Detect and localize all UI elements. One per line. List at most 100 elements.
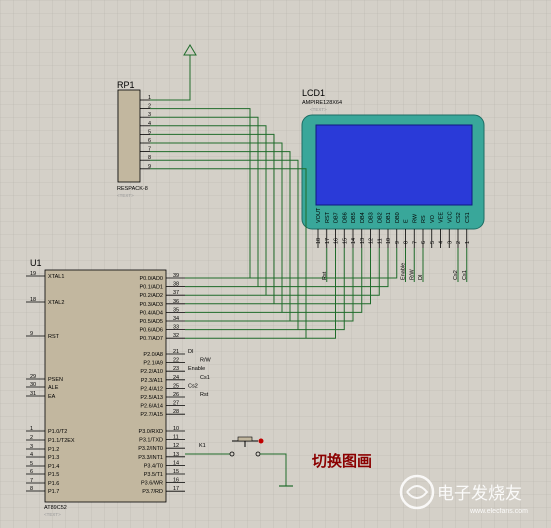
net-label: Cs1 <box>462 270 468 280</box>
u1-pin-number: 37 <box>173 290 179 296</box>
u1-pin-name: P3.1/TXD <box>139 438 163 444</box>
u1-pin-number: 21 <box>173 349 179 355</box>
u1-pin-name: P2.2/A10 <box>140 369 163 375</box>
rp1-pin-number: 9 <box>148 164 151 170</box>
u1-pin-name: P0.2/AD2 <box>139 293 163 299</box>
bus-wire <box>185 248 336 339</box>
lcd1-pin-number: 4 <box>439 241 445 244</box>
bus-wire <box>185 248 398 279</box>
lcd1-pin-name: VCC <box>447 211 453 223</box>
rp1-body[interactable] <box>117 89 141 183</box>
net-label: Rst <box>200 392 209 398</box>
bus-wire <box>185 248 371 305</box>
u1-pin-number: 11 <box>173 435 179 441</box>
u1-pin-number: 39 <box>173 273 179 279</box>
lcd1-component[interactable]: LCD1 AMPIRE128X64 <TEXT> VOUT18RST17DB71… <box>301 88 485 248</box>
u1-pin-name: P2.1/A9 <box>143 361 163 367</box>
lcd1-pin-name: DB1 <box>386 212 392 223</box>
u1-pin-name: RST <box>48 334 60 340</box>
u1-pin-name: P0.1/AD1 <box>139 285 163 291</box>
k1-switch[interactable]: K1 <box>185 436 293 487</box>
u1-pin-name: P0.7/AD7 <box>139 336 163 342</box>
u1-pin-name: P0.5/AD5 <box>139 319 163 325</box>
u1-pin-name: ALE <box>48 385 59 391</box>
u1-pin-name: P0.6/AD6 <box>139 328 163 334</box>
u1-ref: U1 <box>30 258 42 268</box>
u1-pin-number: 4 <box>30 452 33 458</box>
lcd1-pin-number: 2 <box>456 241 462 244</box>
u1-pin-number: 24 <box>173 375 179 381</box>
pullup-wire <box>150 125 267 296</box>
lcd1-pin-name: DB0 <box>395 212 401 223</box>
u1-pin-number: 28 <box>173 409 179 415</box>
pullup-wire <box>150 159 299 330</box>
lcd1-pin-name: VOUT <box>316 207 322 223</box>
u1-pin-number: 31 <box>30 391 36 397</box>
u1-pin-number: 22 <box>173 358 179 364</box>
lcd1-pin-name: RST <box>325 211 331 223</box>
bus-wire <box>185 248 354 322</box>
u1-pin-name: P3.0/RXD <box>139 429 163 435</box>
u1-pin-number: 12 <box>173 443 179 449</box>
net-label: R/W <box>409 269 415 281</box>
rp1-ref: RP1 <box>117 80 135 90</box>
lcd1-pin-number: 11 <box>377 238 383 244</box>
lcd1-pin-name: VO <box>430 214 436 223</box>
bus-wire <box>185 248 380 296</box>
lcd1-pin-name: E <box>404 219 410 223</box>
data-bus-wires <box>150 108 398 339</box>
net-label: Cs2 <box>188 383 198 389</box>
lcd1-pin-name: DB4 <box>360 212 366 223</box>
u1-pin-number: 9 <box>30 331 33 337</box>
pullup-wire <box>150 133 275 304</box>
u1-pin-name: P2.5/A13 <box>140 395 163 401</box>
u1-pin-number: 13 <box>173 452 179 458</box>
u1-pin-name: P0.0/AD0 <box>139 276 163 282</box>
u1-pin-name: P1.7 <box>48 489 59 495</box>
power-terminal[interactable] <box>150 44 197 101</box>
lcd1-pin-number: 16 <box>334 238 340 244</box>
pullup-wire <box>150 151 291 321</box>
u1-pin-name: P1.1/T2EX <box>48 438 75 444</box>
net-label: Rst <box>322 271 328 280</box>
u1-pin-name: XTAL2 <box>48 300 64 306</box>
u1-pin-number: 2 <box>30 435 33 441</box>
u1-pin-number: 15 <box>173 469 179 475</box>
u1-pin-number: 8 <box>30 486 33 492</box>
lcd1-pin-number: 14 <box>351 238 357 244</box>
net-label: Cs2 <box>453 270 459 280</box>
u1-pin-name: PSEN <box>48 377 63 383</box>
lcd1-pin-number: 5 <box>430 241 436 244</box>
lcd1-pin-number: 13 <box>360 238 366 244</box>
rp1-pin-number: 3 <box>148 112 151 118</box>
lcd1-pin-number: 8 <box>404 241 410 244</box>
lcd1-pin-name: VEE <box>439 212 445 223</box>
u1-pin-number: 32 <box>173 333 179 339</box>
u1-pin-name: XTAL1 <box>48 274 64 280</box>
u1-pin-name: P3.6/WR <box>141 481 163 487</box>
u1-body[interactable] <box>44 269 167 503</box>
u1-pin-name: P1.0/T2 <box>48 429 67 435</box>
u1-pin-number: 25 <box>173 383 179 389</box>
u1-pin-name: P2.4/A12 <box>140 386 163 392</box>
u1-pin-number: 23 <box>173 366 179 372</box>
rp1-pin-number: 2 <box>148 104 151 110</box>
rp1-pin-number: 1 <box>148 95 151 101</box>
k1-button-dot[interactable] <box>258 438 264 444</box>
lcd1-pin-number: 10 <box>386 238 392 244</box>
u1-pin-name: P3.3/INT1 <box>138 455 163 461</box>
lcd1-screen <box>315 124 473 206</box>
u1-pin-number: 26 <box>173 392 179 398</box>
lcd1-pin-number: 9 <box>395 241 401 244</box>
u1-pin-number: 10 <box>173 426 179 432</box>
lcd1-pin-name: DB3 <box>369 212 375 223</box>
u1-pin-number: 34 <box>173 316 179 322</box>
pullup-wire <box>150 116 259 287</box>
lcd1-pin-number: 18 <box>316 238 322 244</box>
u1-pin-name: P1.3 <box>48 455 59 461</box>
lcd1-pin-name: CS1 <box>465 212 471 223</box>
switch-annotation: 切换图画 <box>312 452 372 470</box>
